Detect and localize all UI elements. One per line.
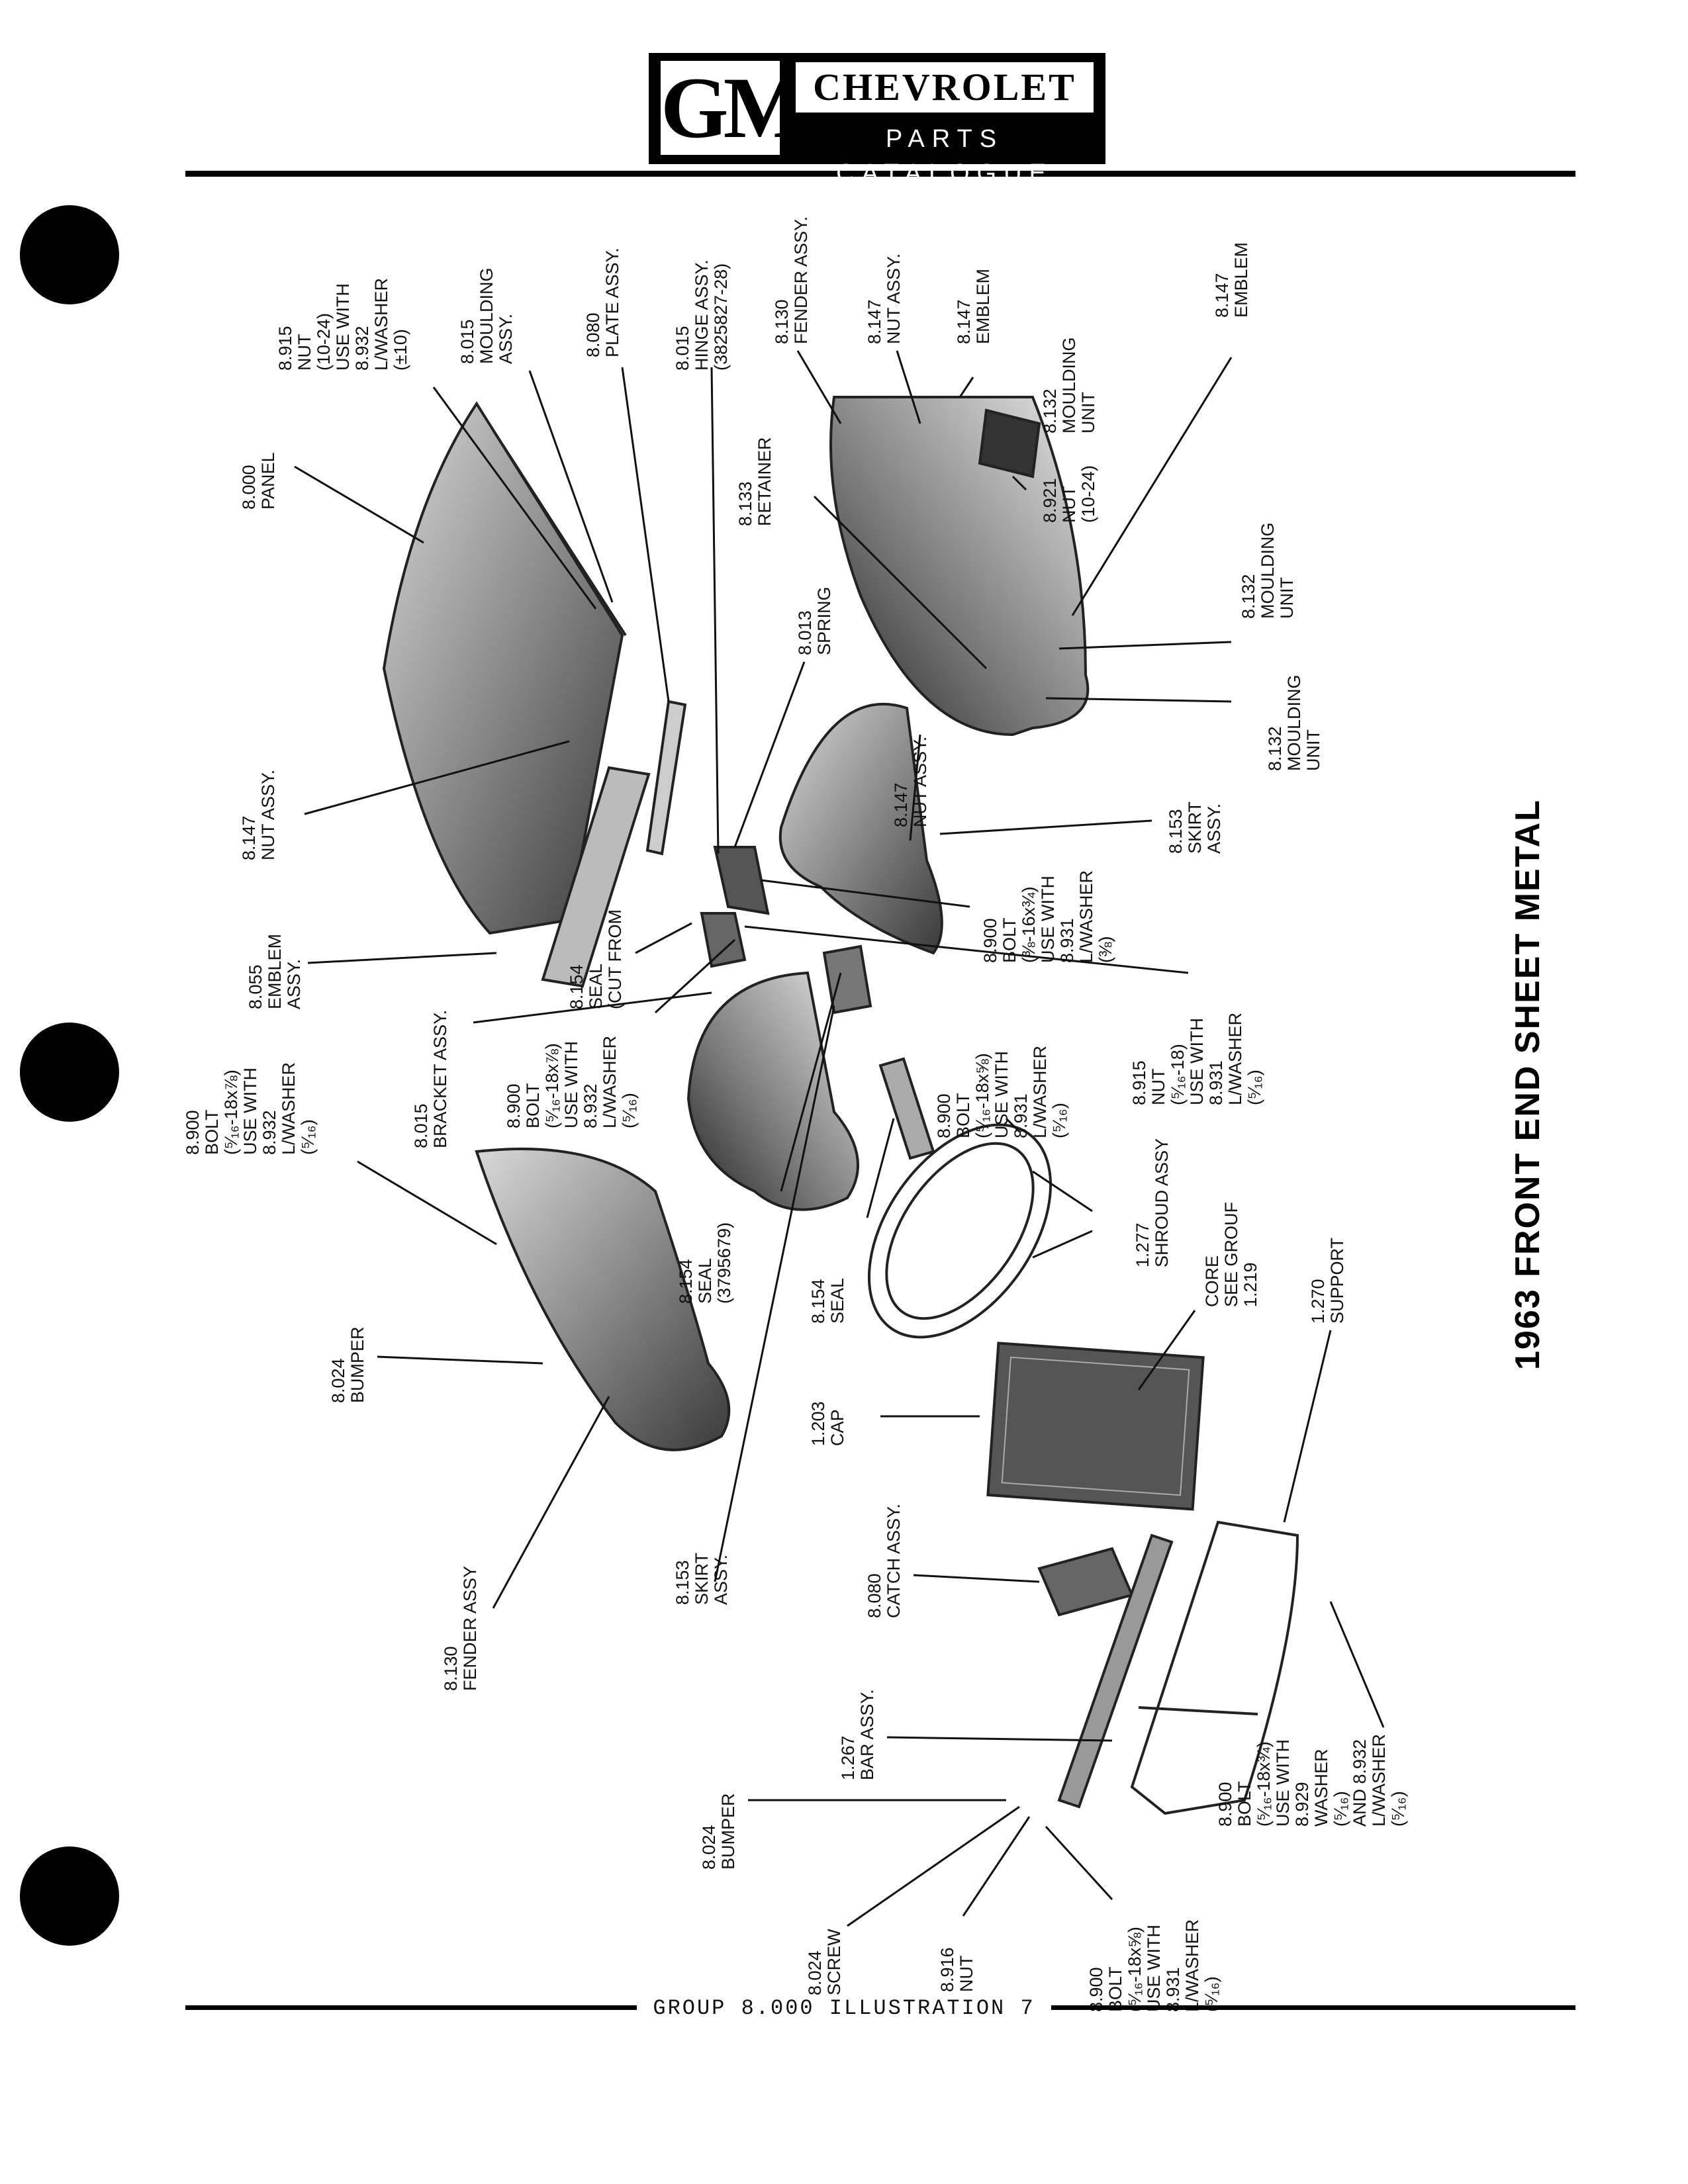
leader-lines [294, 350, 1385, 1927]
radiator-support-part [1130, 1520, 1299, 1815]
callout-seal-8154: 8.154SEAL [808, 1278, 847, 1324]
fender-emblem-part [978, 408, 1041, 478]
support-crossmember [1138, 1706, 1258, 1715]
callout-nut-8147-top: 8.147NUT ASSY. [865, 253, 904, 344]
callout-bolt-8900-a: 8.900BOLT(⅜-16x¾)USE WITH8.931L/WASHER(⅜… [980, 870, 1115, 963]
callout-nut-8147-mid: 8.147NUT ASSY. [891, 737, 930, 827]
right-fender-part [829, 396, 1090, 737]
radiator-core-fins [1001, 1356, 1190, 1496]
callout-screw-8024: 8.024SCREW [805, 1929, 844, 1995]
callout-spring-8013: 8.013SPRING [795, 586, 834, 655]
callout-moulding-8132-b: 8.132MOULDINGUNIT [1239, 522, 1297, 619]
left-fender-part [475, 1148, 731, 1451]
callout-emblem-8055: 8.055EMBLEMASSY. [246, 934, 304, 1009]
seal-strip-part [878, 1057, 935, 1160]
footer-caption-text: GROUP 8.000 ILLUSTRATION 7 [637, 1996, 1051, 2021]
brand-name: CHEVROLET [796, 62, 1094, 113]
hood-lower-trim [541, 766, 651, 988]
callout-bumper-8024-b: 8.024BUMPER [699, 1793, 738, 1870]
callout-moulding-8132-a: 8.132MOULDINGUNIT [1040, 337, 1098, 433]
hood-catch-part [1037, 1547, 1134, 1617]
callout-moulding-8132-c: 8.132MOULDINGUNIT [1265, 674, 1323, 771]
callout-skirt-8153-left: 8.153SKIRTASSY. [673, 1553, 731, 1605]
callout-moulding-8015: 8.015MOULDINGASSY. [457, 267, 516, 364]
hood-moulding-part [492, 429, 627, 637]
radiator-core-part [986, 1342, 1205, 1511]
callout-labels: 8.915NUT(10-24)USE WITH8.932L/WASHER(±10… [183, 216, 1408, 2012]
callout-seal-8154-cut: 8.154SEAL(CUT FROM [567, 909, 625, 1009]
callout-bolt-8900-b: 8.900BOLT(⁵⁄₁₆-18x⅞)USE WITH8.932L/WASHE… [183, 1062, 318, 1155]
catalogue-subtitle: PARTS CATALOGUE [836, 125, 1053, 187]
callout-bumper-8024-a: 8.024BUMPER [328, 1326, 367, 1403]
hinge-part [713, 846, 770, 915]
callout-shroud-1277: 1.277SHROUD ASSY [1133, 1138, 1172, 1267]
callout-skirt-8153-right: 8.153SKIRTASSY. [1166, 801, 1224, 854]
bracket-part [700, 912, 747, 968]
callout-fender-8130-left: 8.130FENDER ASSY [441, 1566, 480, 1691]
callout-nut-8921: 8.921NUT(10-24) [1040, 465, 1098, 523]
callout-emblem-8147-a: 8.147EMBLEM [954, 269, 993, 344]
footer-caption: GROUP 8.000 ILLUSTRATION 7 [0, 1992, 1688, 2025]
bar-assy-part [1057, 1533, 1174, 1809]
callout-catch-8080: 8.080CATCH ASSY. [865, 1504, 904, 1618]
callout-nut-8915: 8.915NUT(10-24)USE WITH8.932L/WASHER(±10… [275, 278, 410, 371]
callout-bar-1267: 1.267BAR ASSY. [838, 1689, 877, 1780]
seal-block-part [822, 944, 872, 1015]
callout-nut-8147-left: 8.147NUT ASSY. [239, 770, 278, 860]
callout-bolt-8900-f: 8.900BOLT(⁵⁄₁₆-18x¾)USE WITH8.929WASHER(… [1215, 1734, 1408, 1827]
callout-bolt-8900-c: 8.900BOLT(⁵⁄₁₆-18x⅞)USE WITH8.932L/WASHE… [504, 1036, 639, 1128]
callout-plate-8080: 8.080PLATE ASSY. [583, 248, 622, 357]
binder-hole-middle [20, 1023, 119, 1122]
binder-hole-bottom [20, 1846, 119, 1946]
right-skirt-part [778, 702, 943, 955]
callout-nut-8915-b: 8.915NUT(⁵⁄₁₆-18)USE WITH8.931L/WASHER(⁵… [1129, 1013, 1264, 1105]
callout-bolt-8900-d: 8.900BOLT(⁵⁄₁₆-18x⅝)USE WITH8.931L/WASHE… [934, 1046, 1069, 1138]
callout-seal-8154-3795679: 8.154SEAL(3795679) [676, 1222, 734, 1304]
binder-hole-top [20, 205, 119, 304]
plate-strip [645, 700, 687, 856]
page-title: 1963 FRONT END SHEET METAL [1509, 799, 1547, 1370]
callout-hinge-8015: 8.015HINGE ASSY.(3825827-28) [673, 259, 731, 371]
hood-panel-part [382, 401, 624, 935]
fan-shroud-inner [885, 1142, 1035, 1320]
callout-cap-1203: 1.203CAP [808, 1401, 847, 1446]
left-skirt-part [686, 971, 859, 1211]
callout-emblem-8147-b: 8.147EMBLEM [1212, 242, 1251, 318]
fan-shroud-part [867, 1123, 1053, 1339]
callout-support-1270: 1.270SUPPORT [1308, 1238, 1347, 1324]
callout-retainer-8133: 8.133RETAINER [735, 437, 774, 526]
callout-panel-8000: 8.000PANEL [239, 452, 278, 510]
callout-bracket-8015: 8.015BRACKET ASSY. [411, 1010, 450, 1148]
callout-core-1219: CORESEE GROUF1.219 [1202, 1202, 1260, 1307]
callout-nut-8916: 8.916NUT [937, 1947, 976, 1992]
header-rule [185, 171, 1575, 177]
callout-fender-8130-top: 8.130FENDER ASSY. [772, 216, 811, 344]
gm-chevrolet-logo: GM CHEVROLET PARTS CATALOGUE [649, 53, 1105, 187]
